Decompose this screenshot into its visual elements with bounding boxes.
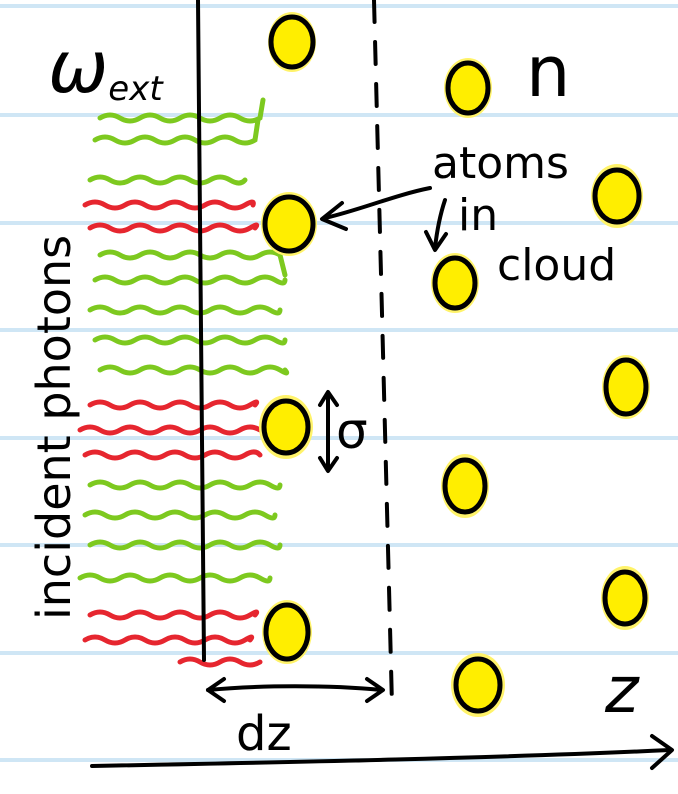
photon-green: [92, 334, 288, 346]
entry-boundary-line: [196, 0, 206, 662]
pointer-arrowhead: [320, 201, 348, 231]
dz-arrowhead-right: [365, 677, 385, 703]
atoms-label-line2: in: [458, 190, 498, 241]
pointer-arrow-to-atom: [323, 186, 432, 220]
atom: [444, 58, 492, 118]
atom: [262, 600, 312, 664]
atom: [261, 192, 317, 256]
photon-green: [87, 539, 283, 551]
photon-green: [82, 509, 278, 521]
photon-green: [92, 274, 288, 286]
atom: [431, 253, 479, 313]
atom: [268, 12, 316, 72]
sigma-arrowhead-bottom: [318, 456, 339, 473]
pointer-arrowhead-down: [424, 230, 448, 252]
photon-green: [77, 572, 273, 584]
atom: [451, 653, 505, 717]
photon-green: [92, 117, 261, 146]
photon-red: [87, 399, 260, 411]
photon-green: [97, 97, 266, 124]
incident-photons-label: incident photons: [27, 235, 81, 620]
photon-red: [82, 449, 263, 461]
photon-red: [87, 609, 260, 621]
sigma-arrowhead-top: [318, 390, 339, 407]
z-axis-arrowhead: [650, 734, 674, 770]
slab-boundary-dashed: [372, 0, 394, 707]
atom: [602, 355, 650, 419]
dz-arrowhead-left: [206, 677, 226, 703]
photon-green: [87, 174, 248, 186]
photon-green: [87, 304, 283, 316]
dz-arrow: [206, 684, 384, 692]
atom: [591, 164, 643, 228]
pointer-arrow-down: [433, 198, 447, 250]
photon-red: [177, 656, 263, 668]
atom: [441, 454, 489, 518]
z-axis-line: [90, 748, 672, 768]
atom-group: [259, 12, 650, 717]
photon-red: [82, 199, 256, 211]
z-axis-label: z: [604, 654, 640, 728]
atom: [601, 566, 649, 630]
density-label: n: [526, 31, 570, 113]
omega-symbol: ω: [48, 25, 108, 109]
photon-beam: [77, 97, 290, 668]
dz-label: dz: [236, 706, 292, 762]
photon-red: [82, 634, 255, 646]
photon-green: [97, 364, 290, 376]
atoms-label-line3: cloud: [497, 240, 616, 291]
omega-label: ωext: [48, 25, 164, 109]
photon-red: [77, 424, 263, 436]
photon-green: [87, 479, 283, 491]
sigma-label: σ: [336, 402, 368, 460]
omega-subscript: ext: [108, 69, 164, 109]
photon-red: [87, 222, 260, 234]
photon-green: [97, 249, 288, 278]
atoms-label-line1: atoms: [432, 138, 569, 189]
atom: [259, 395, 313, 459]
